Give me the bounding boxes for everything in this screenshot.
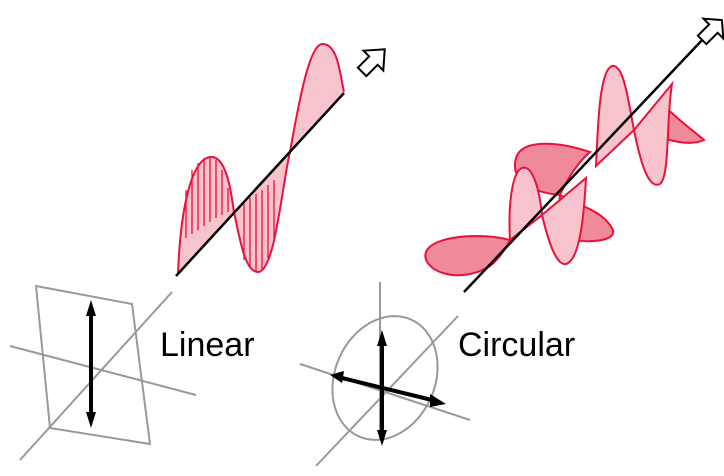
- linear-field-double-arrow: [86, 300, 96, 428]
- circular-lobe-v-top: [632, 80, 674, 186]
- linear-coordinate-frame: [9, 284, 197, 461]
- linear-propagation-axis: [175, 92, 345, 277]
- arrow-up-right-icon-2: [696, 17, 724, 46]
- circular-polarization-panel: Circular: [299, 17, 724, 467]
- circular-lobe-v-mid: [540, 175, 588, 265]
- circular-lobe-v-lower: [508, 166, 544, 242]
- arrow-up-right-icon: [356, 48, 386, 78]
- linear-wave: [177, 42, 345, 276]
- circular-propagation-axis: [463, 37, 705, 293]
- linear-field-vectors: [185, 157, 275, 272]
- linear-polarization-panel: Linear: [9, 42, 386, 461]
- linear-wave-outline: [177, 42, 345, 276]
- linear-wave-lobe-upper: [290, 43, 344, 152]
- circular-coordinate-frame: [299, 282, 471, 467]
- circular-label: Circular: [458, 326, 575, 364]
- linear-label: Linear: [160, 326, 255, 364]
- circular-field-arrows: [330, 330, 446, 446]
- circular-lobe-v-upper: [594, 65, 636, 169]
